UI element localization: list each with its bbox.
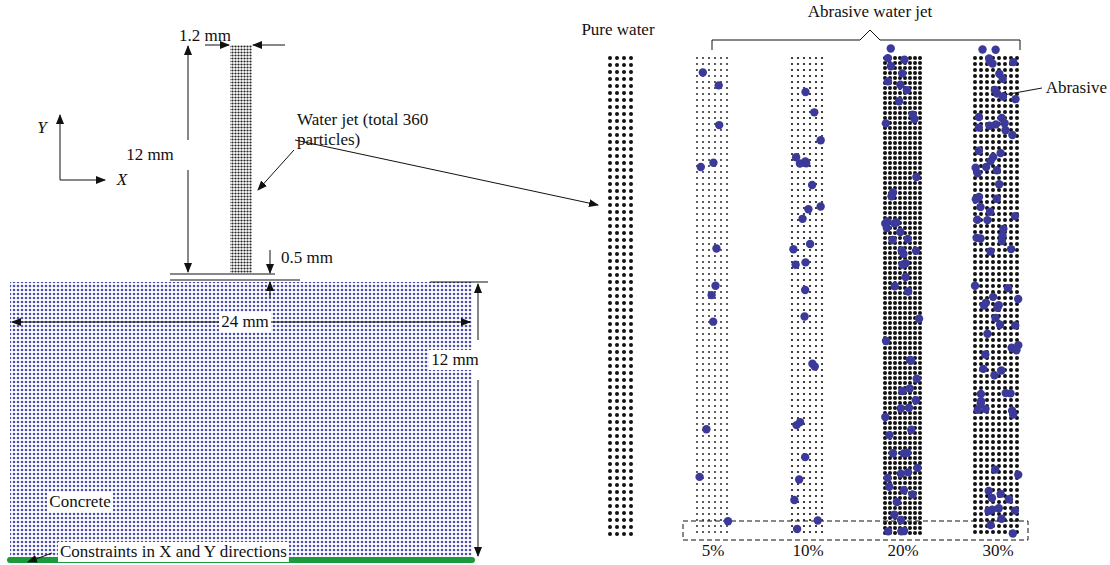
label: 12 mm [124,145,176,165]
label: 24 mm [219,312,271,332]
label: Pure water [581,20,654,40]
label: Concrete [47,492,112,512]
label: 20% [887,541,918,561]
label: 5% [702,541,725,561]
label: Abrasive [1046,78,1107,98]
label: 30% [982,541,1013,561]
label: 0.5 mm [281,248,333,268]
label: 12 mm [429,350,481,370]
label: Y [37,118,46,138]
label: 10% [792,541,823,561]
label: Abrasive water jet [808,2,933,22]
label: Constraints in X and Y directions [58,542,289,562]
water-jet [230,45,252,273]
label: X [117,170,127,190]
label: Water jet (total 360 particles) [297,110,437,149]
label: 1.2 mm [179,26,231,46]
concrete-block [10,282,472,558]
